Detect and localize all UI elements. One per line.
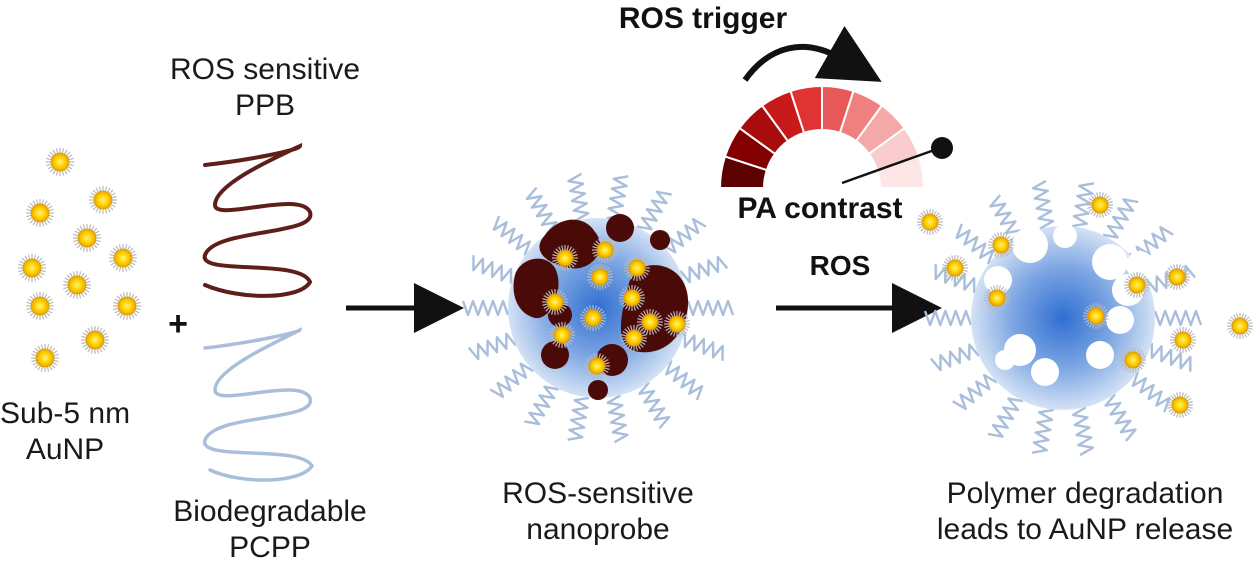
- gold-nanoparticle-icon: [988, 232, 1014, 258]
- aunp-label-line-1: Sub-5 nm: [0, 397, 131, 430]
- aunp-label-line-2: AuNP: [25, 433, 105, 466]
- pcpp-chain: [1131, 371, 1171, 413]
- gold-nanoparticle-icon: [984, 285, 1010, 311]
- curved-arrow-icon: [742, 25, 882, 82]
- gold-nanoparticle-icon: [549, 322, 575, 348]
- pcpp-chain: [1102, 198, 1139, 239]
- gold-nanoparticle-icon: [89, 186, 117, 214]
- ppb-label-line-1: ROS sensitive: [169, 53, 361, 86]
- nanoprobe-label: ROS-sensitive nanoprobe: [478, 476, 718, 548]
- gold-nanoparticle-icon: [552, 245, 578, 271]
- gold-nanoparticle-icon: [73, 224, 101, 252]
- pcpp-shell-chains: [461, 172, 735, 444]
- pcpp-chain: [1031, 179, 1055, 230]
- pcpp-chain: [665, 360, 704, 401]
- pcpp-chain: [1104, 393, 1137, 442]
- pcpp-chain: [567, 172, 590, 222]
- degraded-nanoparticle: [917, 179, 1253, 457]
- gold-nanoparticle-icon: [917, 209, 943, 235]
- gold-nanoparticle-icon: [26, 292, 54, 320]
- pcpp-chain: [638, 381, 671, 430]
- ppb-label: ROS sensitive PPB: [150, 52, 380, 124]
- pcpp-chain: [923, 309, 973, 327]
- gold-nanoparticle-icon: [1167, 392, 1193, 418]
- released-aunps: [917, 192, 1253, 418]
- pcpp-chain: [686, 299, 735, 317]
- pcpp-chain: [567, 396, 590, 441]
- pcpp-label-line-2: PCPP: [229, 531, 311, 564]
- gold-nanoparticle-icon: [621, 325, 647, 351]
- gold-nanoparticle-icon: [1164, 264, 1190, 290]
- gold-nanoparticle-icon: [584, 353, 610, 379]
- ros-trigger-label: ROS trigger: [619, 2, 788, 35]
- gold-nanoparticle-icon: [113, 292, 141, 320]
- free-aunp-cluster: [18, 148, 141, 372]
- gauge-icon: [718, 84, 953, 189]
- pcpp-chain: [1031, 408, 1055, 454]
- pcpp-chain: [489, 362, 535, 399]
- pcpp-chain: [467, 332, 517, 361]
- gold-nanoparticle-icon: [18, 254, 46, 282]
- pcpp-chain: [929, 343, 980, 372]
- pcpp-label: Biodegradable PCPP: [150, 494, 390, 566]
- release-label: Polymer degradation leads to AuNP releas…: [912, 476, 1258, 548]
- pcpp-chain: [525, 186, 558, 235]
- nanoprobe-label-line-2: nanoprobe: [526, 513, 670, 546]
- gold-nanoparticle-icon: [31, 344, 59, 372]
- pcpp-chain: [987, 397, 1024, 438]
- pcpp-chain: [955, 223, 995, 265]
- plus-sign: +: [168, 305, 188, 343]
- pcpp-chain: [989, 194, 1022, 243]
- pa-contrast-label: PA contrast: [737, 192, 902, 225]
- aunp-label: Sub-5 nm AuNP: [0, 396, 130, 468]
- gold-nanoparticle-icon: [63, 271, 91, 299]
- gold-nanoparticle-icon: [26, 199, 54, 227]
- ppb-label-line-2: PPB: [234, 89, 296, 122]
- gold-nanoparticle-icon: [1120, 347, 1146, 373]
- gold-nanoparticle-icon: [1124, 272, 1150, 298]
- gold-nanoparticle-icon: [619, 285, 645, 311]
- release-label-line-1: Polymer degradation: [946, 477, 1224, 510]
- pcpp-label-line-1: Biodegradable: [173, 495, 367, 528]
- pcpp-chain: [679, 255, 729, 284]
- pcpp-chain: [1071, 182, 1095, 228]
- gold-nanoparticle-icon: [46, 148, 74, 176]
- gold-nanoparticle-icon: [109, 244, 137, 272]
- degradation-voids: [984, 224, 1154, 386]
- gold-nanoparticle-icon: [1087, 192, 1113, 218]
- pcpp-chain: [1071, 406, 1095, 457]
- gold-nanoparticle-icon: [942, 255, 968, 281]
- ppb-strand: [202, 142, 313, 298]
- pcpp-chain: [524, 385, 560, 426]
- gold-nanoparticle-icon: [542, 289, 568, 315]
- gold-nanoparticle-icon: [1083, 303, 1109, 329]
- pcpp-chain: [492, 215, 531, 256]
- encapsulated-aunps: [542, 237, 690, 379]
- ros-sensitive-nanoprobe: [461, 172, 735, 444]
- ros-label: ROS: [810, 250, 871, 281]
- pcpp-chain: [636, 190, 672, 231]
- pcpp-chain: [1150, 342, 1192, 372]
- nanoprobe-label-line-1: ROS-sensitive: [502, 477, 694, 510]
- gold-nanoparticle-icon: [592, 237, 618, 263]
- release-label-line-2: leads to AuNP release: [936, 513, 1234, 546]
- gold-nanoparticle-icon: [624, 255, 650, 281]
- gold-nanoparticle-icon: [587, 264, 613, 290]
- pcpp-chain: [683, 332, 724, 361]
- pcpp-chain: [952, 373, 998, 410]
- gold-nanoparticle-icon: [1227, 313, 1253, 339]
- pcpp-chain: [606, 394, 629, 444]
- pcpp-strand: [203, 327, 315, 482]
- gold-nanoparticle-icon: [664, 311, 690, 337]
- pcpp-chain: [1153, 309, 1203, 327]
- gold-nanoparticle-icon: [1170, 327, 1196, 353]
- pcpp-chain: [661, 217, 707, 254]
- gold-nanoparticle-icon: [81, 326, 109, 354]
- gold-nanoparticle-icon: [580, 305, 606, 331]
- pcpp-chain: [472, 255, 513, 284]
- pcpp-chain: [461, 299, 510, 317]
- pcpp-chain: [606, 175, 629, 220]
